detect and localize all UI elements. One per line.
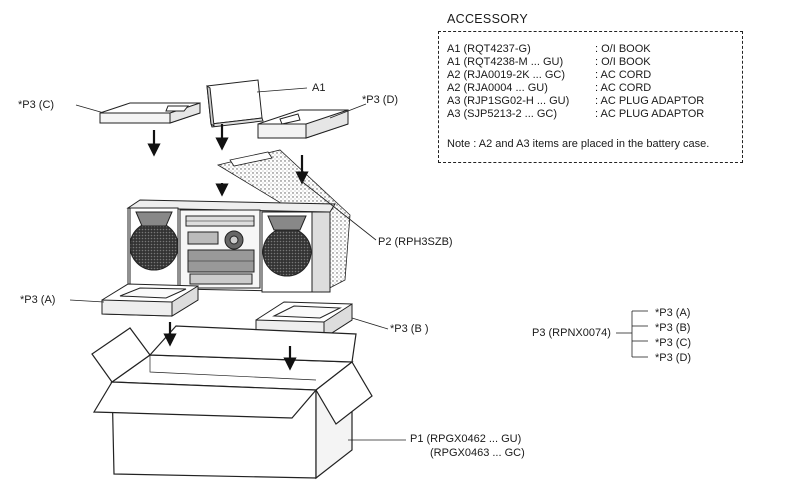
accessory-desc: : AC PLUG ADAPTOR	[595, 95, 705, 107]
p3-group-item: *P3 (C)	[655, 337, 692, 349]
label-p3-group: P3 (RPNX0074)	[532, 327, 611, 339]
accessory-desc: : AC CORD	[595, 82, 652, 94]
assembly-arrows	[147, 124, 309, 371]
cushion-p3-d	[257, 109, 349, 139]
accessory-desc: : AC PLUG ADAPTOR	[595, 108, 705, 120]
p3-group-item: *P3 (D)	[655, 352, 692, 364]
accessory-desc: : AC CORD	[595, 69, 652, 81]
accessory-code: A2 (RJA0019-2K ... GC)	[447, 69, 565, 81]
label-p2: P2 (RPH3SZB)	[378, 236, 453, 248]
accessory-code: A1 (RQT4237-G)	[447, 43, 531, 55]
carton-box-p1	[91, 325, 373, 480]
stereo-unit	[126, 199, 336, 293]
leader-lines	[69, 87, 648, 441]
accessory-desc: : O/I BOOK	[595, 43, 651, 55]
label-p3-b: *P3 (B )	[390, 323, 429, 335]
cushion-p3-c	[99, 102, 201, 124]
accessory-box	[438, 31, 743, 163]
p3-group-item: *P3 (A)	[655, 307, 691, 319]
accessory-code: A1 (RQT4238-M ... GU)	[447, 56, 564, 68]
label-p3-c: *P3 (C)	[18, 99, 55, 111]
p3-group-item: *P3 (B)	[655, 322, 691, 334]
cushion-p3-a	[101, 283, 199, 317]
accessory-code: A3 (SJP5213-2 ... GC)	[447, 108, 558, 120]
manual-book-a1	[206, 79, 264, 128]
label-a1: A1	[312, 82, 326, 94]
label-p3-a: *P3 (A)	[20, 294, 56, 306]
accessory-title: ACCESSORY	[447, 12, 528, 26]
label-p3-d: *P3 (D)	[362, 94, 399, 106]
accessory-note: Note : A2 and A3 items are placed in the…	[447, 138, 710, 150]
p3-group-list: *P3 (A) *P3 (B) *P3 (C) *P3 (D)	[655, 306, 691, 366]
label-p1-line2: (RPGX0463 ... GC)	[430, 447, 525, 459]
accessory-code: A2 (RJA0004 ... GU)	[447, 82, 548, 94]
accessory-code: A3 (RJP1SG02-H ... GU)	[447, 95, 570, 107]
label-p1-line1: P1 (RPGX0462 ... GU)	[410, 433, 522, 445]
accessory-desc: : O/I BOOK	[595, 56, 651, 68]
